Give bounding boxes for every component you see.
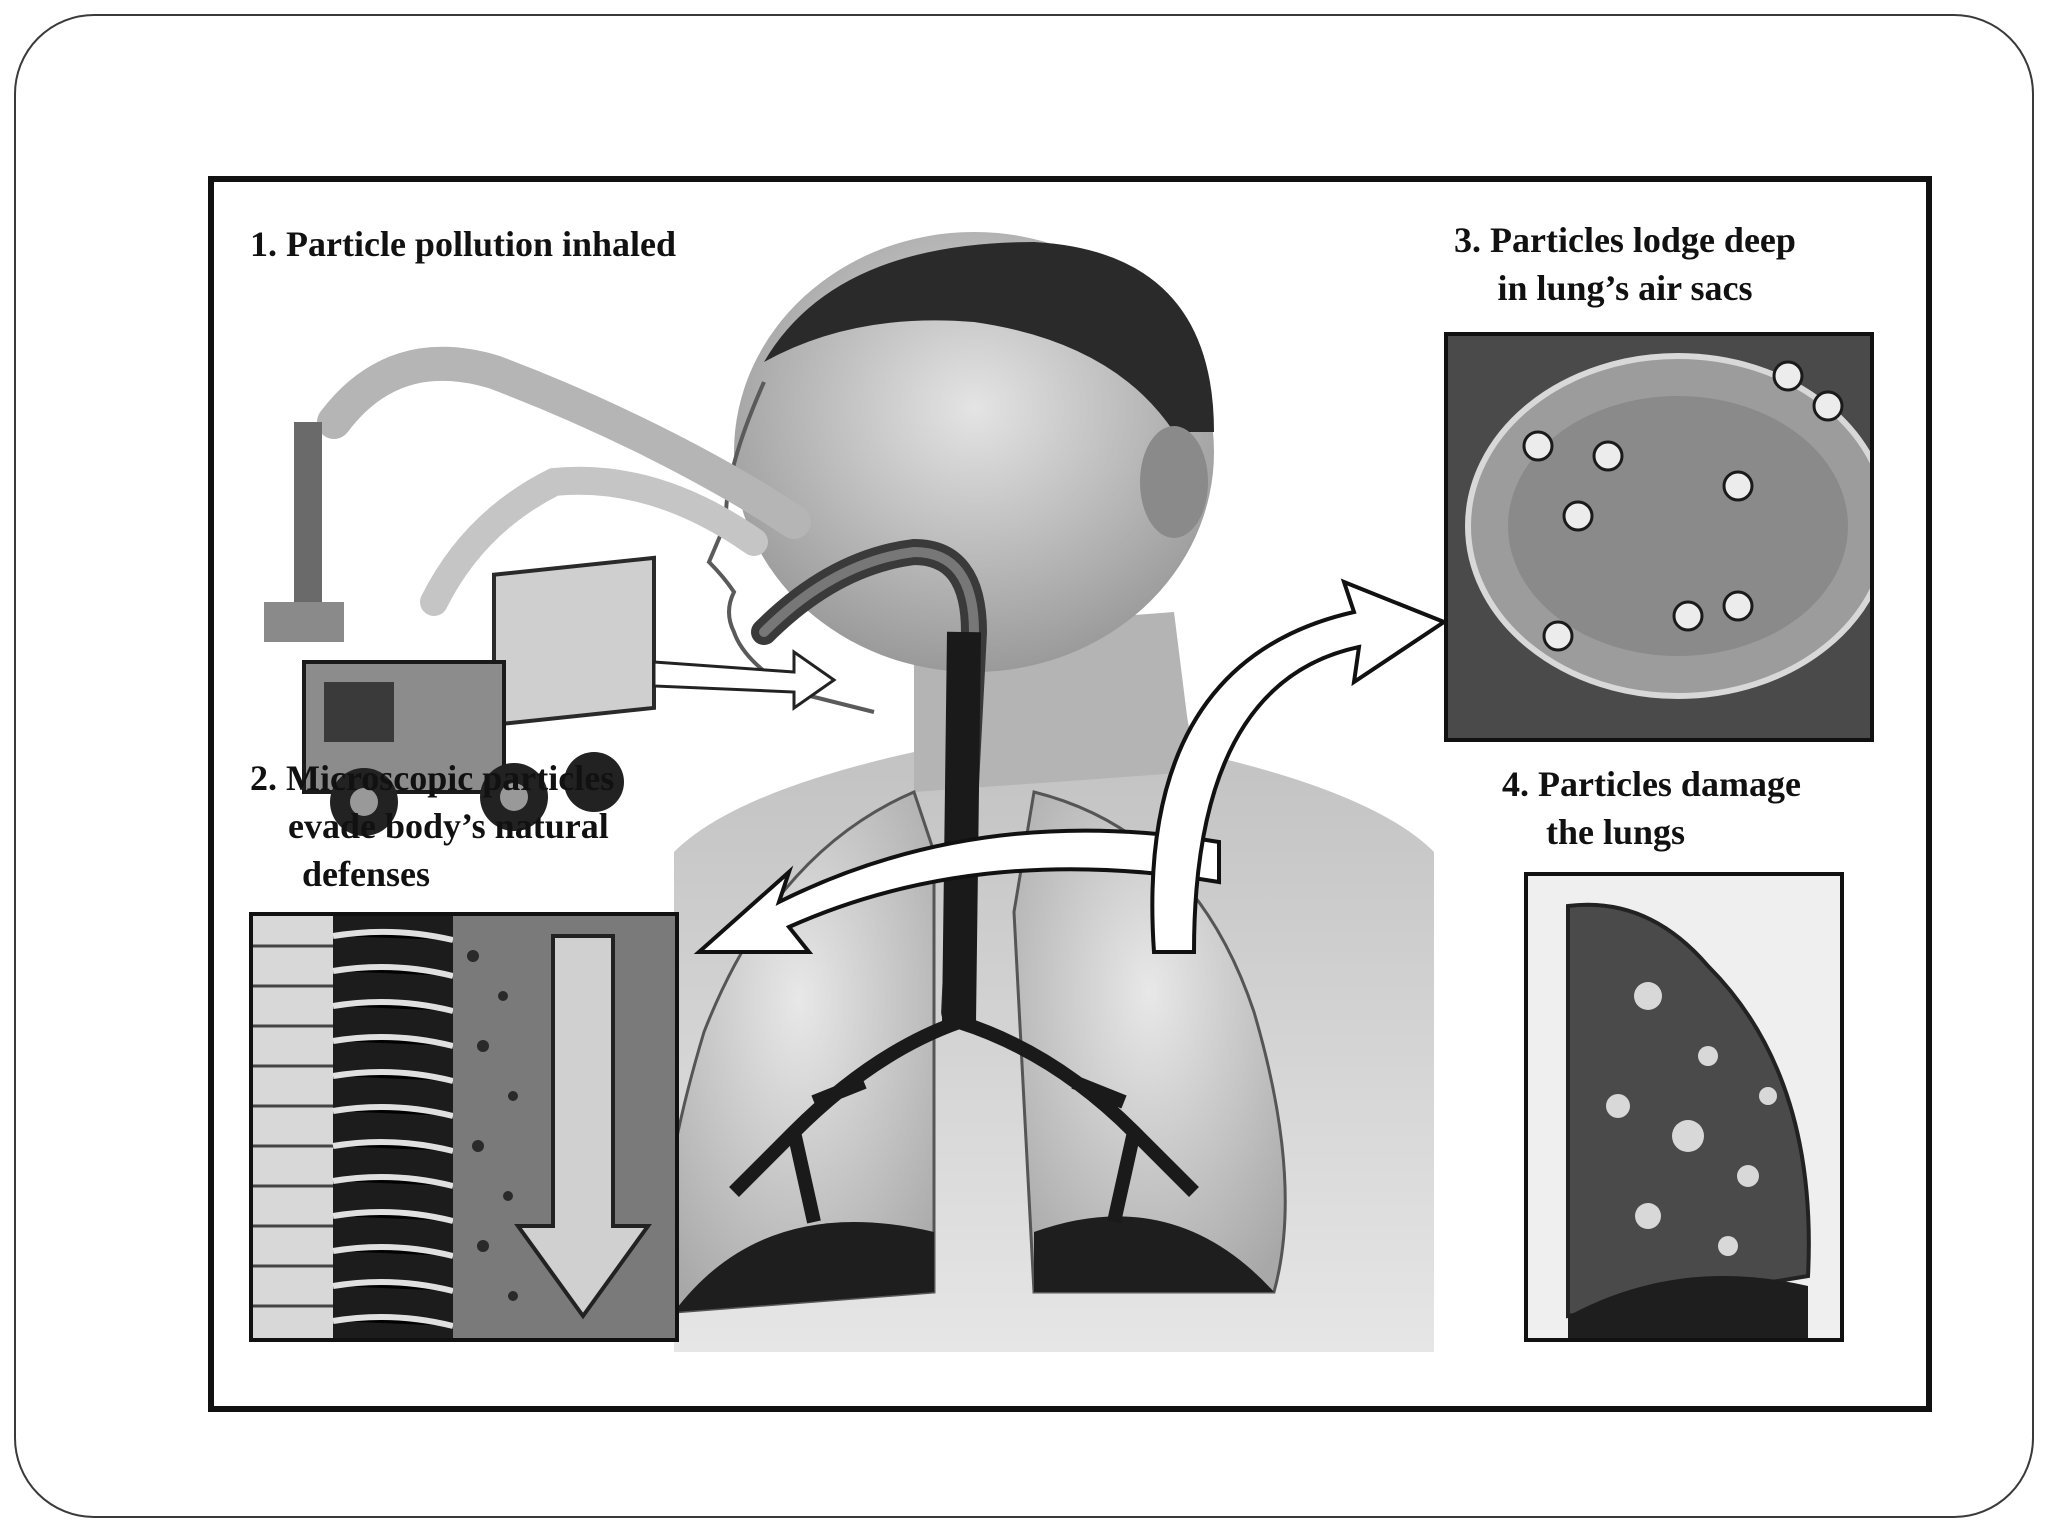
down-arrow-icon [514,934,652,1320]
step-3-line-2: in lung’s air sacs [1497,268,1753,308]
step-3-caption: 3. Particles lodge deep in lung’s air sa… [1454,216,1796,312]
alveolus-icon [1448,336,1870,738]
step-1-number: 1. [250,224,277,264]
damaged-lung-panel [1524,872,1844,1342]
step-1-line-1: Particle pollution inhaled [286,224,677,264]
step-2-caption: 2. Microscopic particles evade body’s na… [250,754,614,898]
diagram-figure: 1. Particle pollution inhaled 2. Microsc… [208,176,1932,1412]
step-4-caption: 4. Particles damage the lungs [1502,760,1801,856]
truck-icon [302,555,656,836]
arrow-to-cilia-icon [693,828,1221,954]
step-3-number: 3. [1454,220,1481,260]
ear-shape [1140,426,1208,538]
slide-frame: 1. Particle pollution inhaled 2. Microsc… [14,14,2034,1518]
step-2-line-1: Microscopic particles [286,758,615,798]
smokestack-truck-illustration [264,346,837,836]
step-4-number: 4. [1502,764,1529,804]
step-3-line-1: Particles lodge deep [1490,220,1796,260]
step-2-line-2: evade body’s natural [288,806,609,846]
exhaust-smoke-icon [317,346,811,539]
step-2-number: 2. [250,758,277,798]
inhale-arrow-icon [652,649,837,711]
step-1-caption: 1. Particle pollution inhaled [250,220,676,268]
step-4-line-2: the lungs [1546,812,1686,852]
alveolus-panel [1444,332,1874,742]
damaged-lung-icon [1566,902,1811,1338]
cilia-panel [249,912,679,1342]
trachea-shape [942,631,981,1023]
cilia-cross-section-icon [253,916,675,1338]
hair-shape [764,242,1214,432]
arrow-to-alveolus-icon [1150,578,1449,954]
step-4-line-1: Particles damage [1538,764,1801,804]
step-2-line-3: defenses [302,854,430,894]
